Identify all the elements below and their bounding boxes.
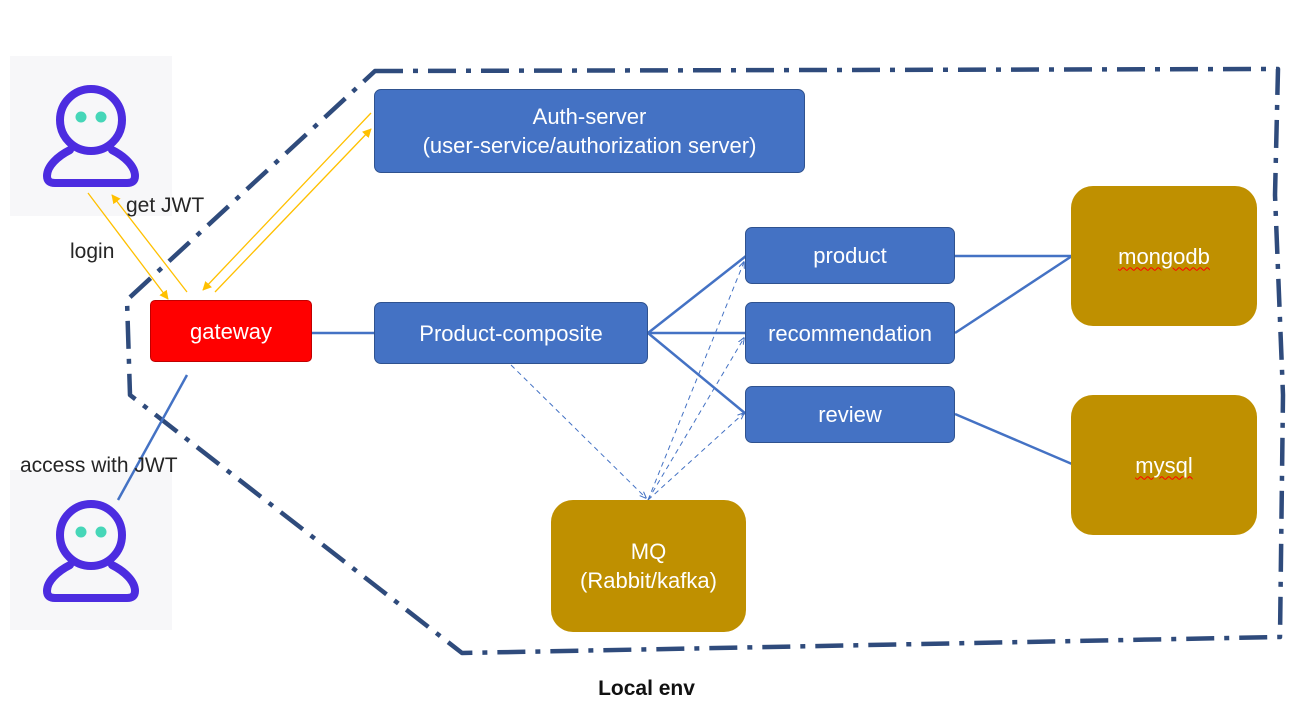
- product-node: product: [745, 227, 955, 284]
- login-label: login: [70, 240, 115, 263]
- product-label: product: [813, 243, 887, 268]
- access-with-jwt-label: access with JWT: [20, 454, 178, 477]
- mq-dashed-arrows: [510, 262, 744, 501]
- mongodb-node: mongodb: [1071, 186, 1257, 326]
- mysql-node: mysql: [1071, 395, 1257, 535]
- review-node: review: [745, 386, 955, 443]
- product-composite-node: Product-composite: [374, 302, 648, 364]
- local-env-boundary: [124, 66, 1286, 656]
- gateway-to-auth-arrow: [214, 128, 372, 293]
- user-icon: [43, 85, 139, 187]
- gateway-label: gateway: [190, 318, 272, 344]
- recommendation-node: recommendation: [745, 302, 955, 364]
- review-label: review: [818, 402, 882, 427]
- auth-server-title: Auth-server: [532, 104, 647, 129]
- mq-node: MQ (Rabbit/kafka): [551, 500, 746, 632]
- get-jwt-arrow: [111, 194, 188, 293]
- user-icon-bg-bottom: [10, 470, 172, 630]
- login-arrow: [87, 192, 169, 300]
- auth-to-gateway-arrow: [202, 112, 372, 291]
- mq-subtitle: (Rabbit/kafka): [580, 568, 717, 593]
- auth-server-node: Auth-server (user-service/authorization …: [374, 89, 805, 173]
- user-icon-bg-top: [10, 56, 172, 216]
- service-connectors: [116, 254, 1073, 501]
- mysql-label: mysql: [1135, 452, 1193, 478]
- gateway-node: gateway: [150, 300, 312, 362]
- user-icon: [43, 500, 139, 602]
- mq-title: MQ: [630, 539, 667, 564]
- recommendation-label: recommendation: [768, 320, 932, 346]
- mongodb-label: mongodb: [1118, 243, 1210, 269]
- product-composite-label: Product-composite: [419, 320, 603, 346]
- get-jwt-label: get JWT: [126, 194, 205, 217]
- local-env-caption: Local env: [598, 677, 695, 700]
- auth-server-subtitle: (user-service/authorization server): [422, 133, 757, 158]
